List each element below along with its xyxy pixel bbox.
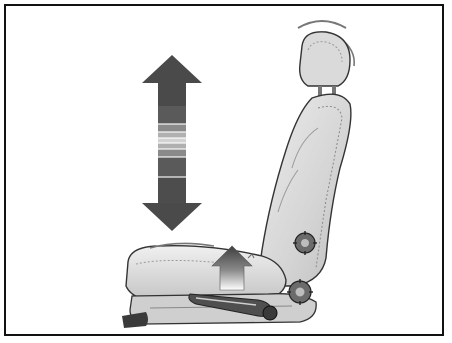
headrest: [298, 31, 351, 98]
seat-backrest: [259, 93, 352, 287]
seat-height-lever: [188, 293, 278, 321]
motion-tick: [247, 253, 255, 259]
lever-lift-arrow-icon: [211, 245, 253, 291]
double-arrow-up-down-icon: [142, 55, 202, 231]
height-adjust-knob: [287, 279, 313, 305]
backrest-recline-knob: [293, 231, 317, 255]
